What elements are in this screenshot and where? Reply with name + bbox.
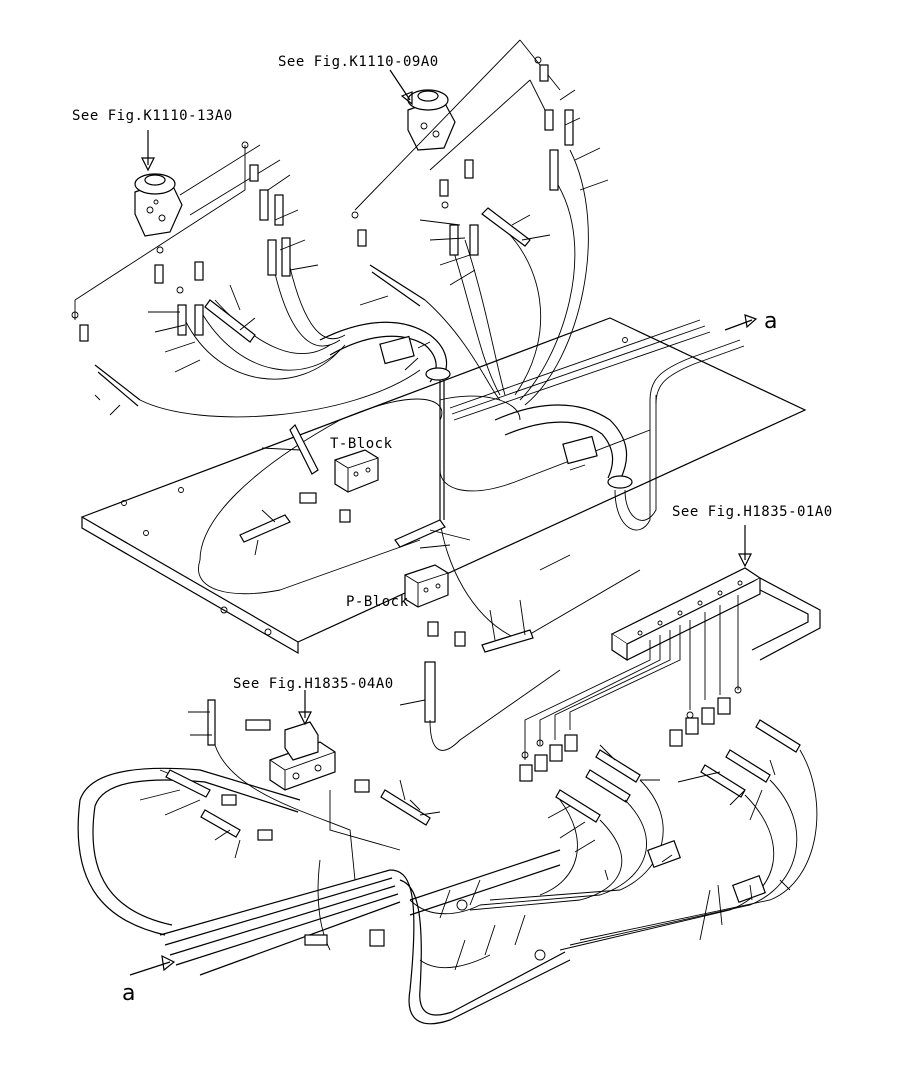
p-block-label: P-Block [346, 594, 409, 610]
hoses-left-group [71, 141, 421, 418]
ref-label-k1110-13a0: See Fig.K1110-13A0 [72, 108, 233, 124]
connector-a-bottom: a [122, 981, 135, 1006]
hoses-lower-right [469, 749, 818, 951]
hose-bundle-right-bend [439, 395, 657, 531]
leader-lines [94, 89, 791, 941]
pump-valve-right [389, 69, 456, 151]
hose-loop-lower-left [77, 767, 301, 936]
hose-bundle-top-right [449, 314, 758, 421]
ref-label-h1835-01a0: See Fig.H1835-01A0 [672, 504, 833, 520]
solenoid-valve [207, 690, 431, 951]
manifold-fittings [519, 595, 801, 823]
connector-a-top: a [764, 309, 777, 334]
ref-label-h1835-04a0: See Fig.H1835-04A0 [233, 676, 394, 692]
p-block [394, 519, 561, 751]
hoses-right-group [351, 39, 589, 406]
t-block-label: T-Block [330, 436, 393, 452]
manifold-bar [610, 525, 821, 662]
hose-bundle-bottom [129, 849, 571, 1025]
t-block [239, 423, 379, 543]
floor-plate [80, 317, 807, 655]
ref-label-k1110-09a0: See Fig.K1110-09A0 [278, 54, 439, 70]
pump-valve-left [134, 130, 183, 237]
text-labels: See Fig.K1110-09A0 See Fig.K1110-13A0 T-… [72, 54, 833, 1006]
